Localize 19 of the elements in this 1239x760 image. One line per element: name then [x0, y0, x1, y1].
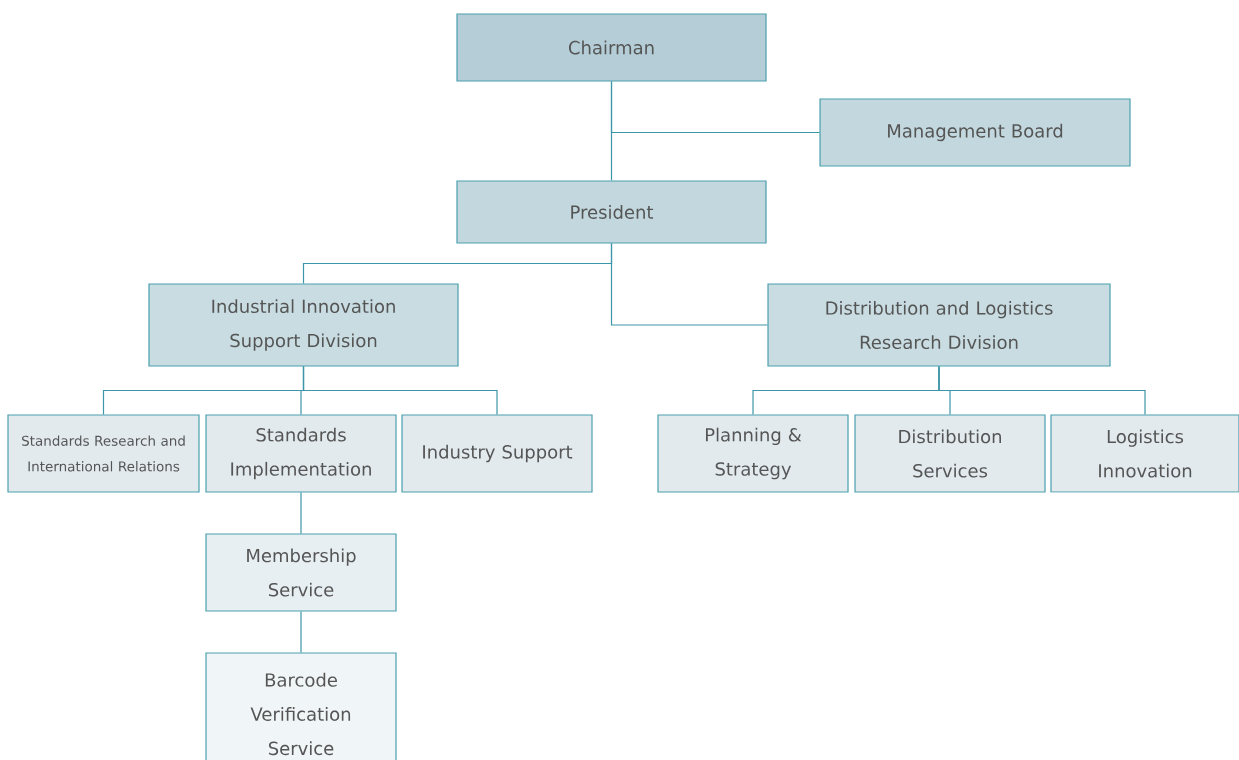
org-box: Standards Implementation	[205, 414, 397, 493]
org-box: Barcode Verification Service	[205, 652, 397, 760]
org-box: Logistics Innovation	[1050, 414, 1239, 493]
connector-line	[938, 366, 1146, 415]
org-box: Chairman	[456, 13, 767, 82]
org-box: Industrial Innovation Support Division	[148, 283, 459, 367]
connector-line	[300, 492, 302, 534]
org-box: Industry Support	[401, 414, 593, 493]
connector-line	[610, 243, 768, 326]
org-box: President	[456, 180, 767, 244]
connector-line	[302, 366, 498, 415]
connector-line	[610, 81, 613, 181]
org-box: Standards Research and International Relations	[7, 414, 200, 493]
org-box: Membership Service	[205, 533, 397, 612]
org-box: Planning & Strategy	[657, 414, 849, 493]
org-box: Management Board	[819, 98, 1131, 167]
org-box: Distribution Services	[854, 414, 1046, 493]
connector-line	[300, 611, 302, 653]
org-box: Distribution and Logistics Research Division	[767, 283, 1111, 367]
